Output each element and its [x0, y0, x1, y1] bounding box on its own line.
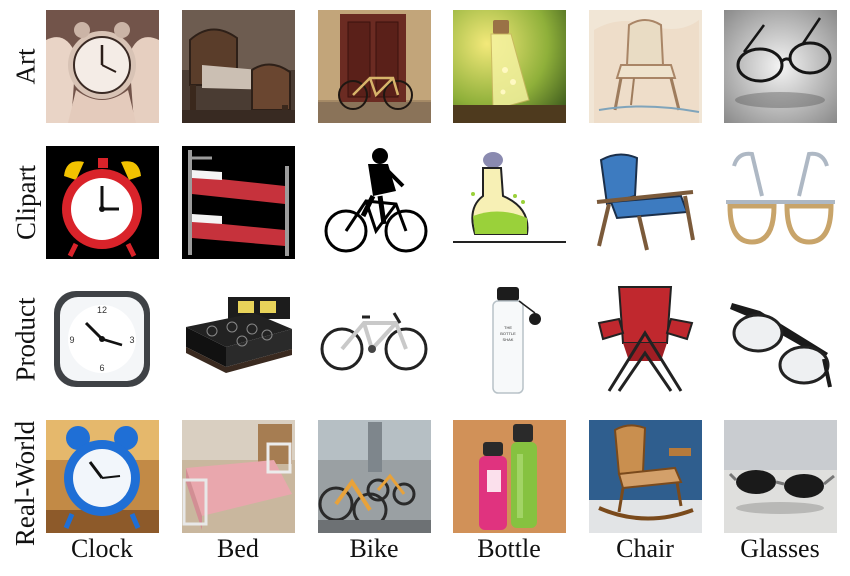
product-folding-chair: [589, 283, 702, 396]
svg-text:SHAK: SHAK: [503, 337, 514, 342]
row-label-real-world: Real-World: [6, 420, 46, 546]
row-label-art: Art: [6, 10, 46, 122]
clipart-bed-image: [182, 146, 295, 259]
row-label-text: Product: [10, 297, 41, 381]
blue-alarm-clock-photo: [46, 420, 159, 533]
sunglasses-photo: [724, 420, 837, 533]
column-label-chair: Chair: [616, 534, 674, 563]
product-chair-image: [589, 283, 702, 396]
real-world-chair-image: [589, 420, 702, 533]
real-world-bed-image: [182, 420, 295, 533]
svg-text:3: 3: [129, 335, 134, 345]
real-world-clock-image: [46, 420, 159, 533]
column-label-clock: Clock: [70, 534, 134, 563]
product-glasses: [724, 283, 837, 396]
row-label-clipart: Clipart: [6, 146, 46, 258]
column-label-glasses: Glasses: [740, 534, 820, 563]
clipart-chair-image: [589, 146, 702, 259]
product-bed: [182, 283, 295, 396]
row-label-text: Real-World: [10, 420, 41, 546]
svg-text:12: 12: [97, 305, 107, 315]
rocking-chair-photo: [589, 420, 702, 533]
svg-text:THE: THE: [504, 325, 512, 330]
chair-art-illustration: [589, 10, 702, 123]
flask-clipart: [453, 146, 566, 259]
svg-text:BOTTLE: BOTTLE: [500, 331, 516, 336]
row-label-text: Clipart: [10, 164, 41, 240]
bike-art-illustration: [318, 10, 431, 123]
row-label-product: Product: [6, 283, 46, 395]
real-world-bike-image: [318, 420, 431, 533]
product-bike-image: [318, 283, 431, 396]
bottle-art-illustration: [453, 10, 566, 123]
art-bed-image: [182, 10, 295, 123]
art-clock-image: [46, 10, 159, 123]
svg-text:9: 9: [69, 335, 74, 345]
cyclist-clipart: [318, 146, 431, 259]
clipart-glasses-image: [724, 146, 837, 259]
product-alarm-clock: 12 3 6 9: [46, 283, 159, 396]
armchair-clipart: [589, 146, 702, 259]
svg-text:6: 6: [99, 363, 104, 373]
bunk-bed-clipart: [182, 146, 295, 259]
product-bike: [318, 283, 431, 396]
real-world-bottle-image: [453, 420, 566, 533]
art-glasses-image: [724, 10, 837, 123]
clipart-clock-image: [46, 146, 159, 259]
product-clock-image: 12 3 6 9: [46, 283, 159, 396]
art-bike-image: [318, 10, 431, 123]
column-label-bike: Bike: [349, 534, 399, 563]
clipart-bottle-image: [453, 146, 566, 259]
bike-share-photo: [318, 420, 431, 533]
hospital-bed-photo: [182, 420, 295, 533]
product-bed-image: [182, 283, 295, 396]
art-bottle-image: [453, 10, 566, 123]
column-label-bottle: Bottle: [477, 534, 541, 563]
real-world-glasses-image: [724, 420, 837, 533]
product-glasses-image: [724, 283, 837, 396]
water-bottles-photo: [453, 420, 566, 533]
row-label-text: Art: [10, 48, 41, 84]
art-chair-image: [589, 10, 702, 123]
bed-art-illustration: [182, 10, 295, 123]
glasses-clipart: [724, 146, 837, 259]
glasses-art-illustration: [724, 10, 837, 123]
column-label-bed: Bed: [217, 534, 259, 563]
clipart-bike-image: [318, 146, 431, 259]
alarm-clock-clipart: [46, 146, 159, 259]
clock-art-illustration: [46, 10, 159, 123]
